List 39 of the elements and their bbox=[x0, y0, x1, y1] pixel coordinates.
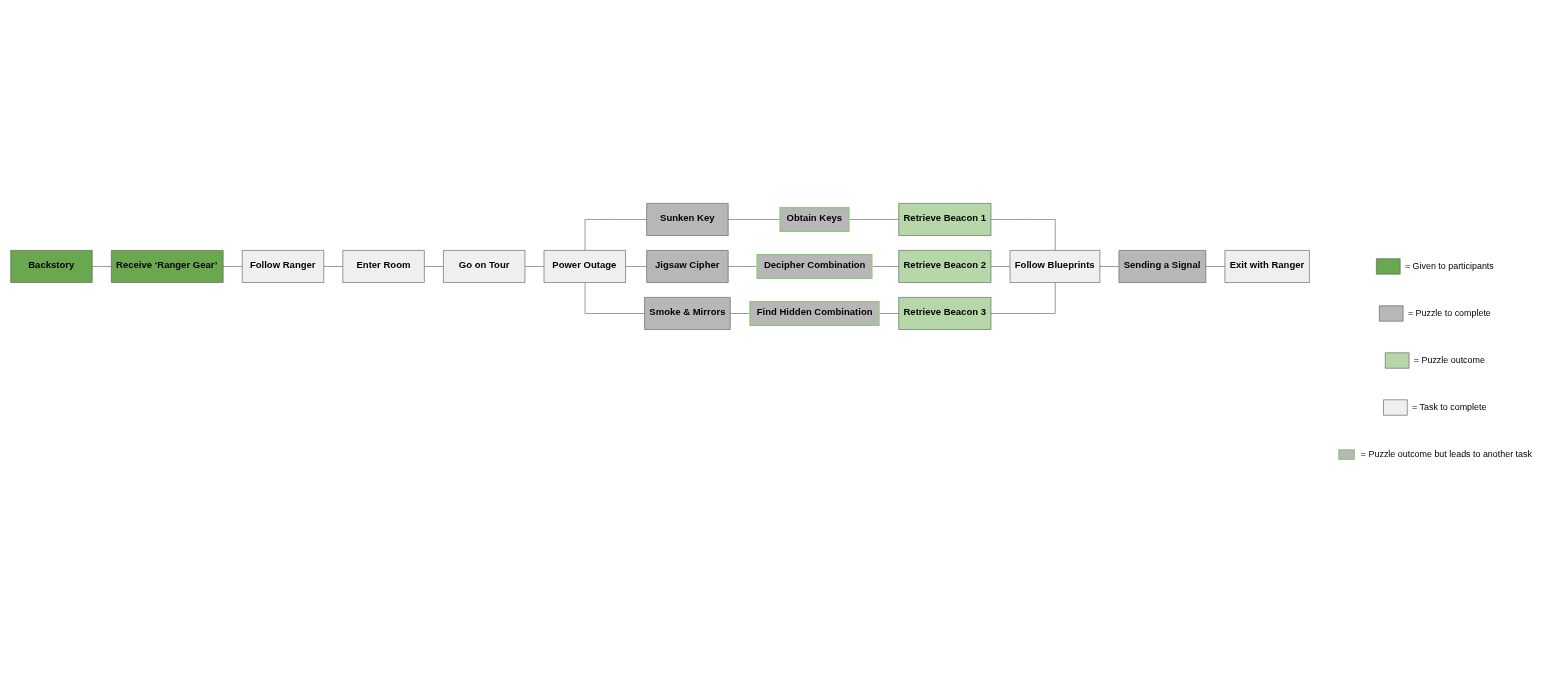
connector bbox=[879, 312, 899, 314]
node-box: Receive ‘Ranger Gear’ bbox=[111, 249, 224, 283]
connector bbox=[1099, 265, 1120, 267]
legend-label: = Task to complete bbox=[1412, 401, 1487, 412]
node-box: Retrieve Beacon 3 bbox=[898, 296, 992, 330]
connector bbox=[625, 265, 647, 267]
node-box: Smoke & Mirrors bbox=[644, 296, 731, 330]
legend-label: = Puzzle to complete bbox=[1407, 307, 1491, 318]
node-box: Follow Blueprints bbox=[1009, 249, 1101, 283]
node-box: Follow Ranger bbox=[241, 249, 325, 283]
node-box: Power Outage bbox=[543, 249, 626, 283]
connector bbox=[92, 265, 112, 267]
node-box: Backstory bbox=[10, 249, 93, 283]
connector bbox=[424, 265, 444, 267]
connector bbox=[584, 281, 645, 314]
node-box: Sending a Signal bbox=[1118, 249, 1207, 283]
connector bbox=[584, 218, 647, 251]
connector bbox=[323, 265, 343, 267]
node-box: Exit with Ranger bbox=[1224, 249, 1310, 283]
node-box: Retrieve Beacon 2 bbox=[898, 249, 992, 283]
connector bbox=[730, 312, 750, 314]
legend-label: = Puzzle outcome bbox=[1413, 354, 1485, 365]
connector bbox=[990, 281, 1056, 314]
node-box: Retrieve Beacon 1 bbox=[898, 202, 992, 236]
connector bbox=[1205, 265, 1226, 267]
connector bbox=[524, 265, 545, 267]
node-box: Jigsaw Cipher bbox=[646, 249, 729, 283]
connector bbox=[990, 218, 1056, 251]
connector bbox=[728, 265, 757, 267]
connector bbox=[728, 218, 780, 220]
connector bbox=[849, 218, 899, 220]
connector bbox=[990, 265, 1011, 267]
node-box: Go on Tour bbox=[443, 249, 526, 283]
connector bbox=[222, 265, 243, 267]
legend-label: = Puzzle outcome but leads to another task bbox=[1360, 448, 1532, 459]
connector bbox=[872, 265, 899, 267]
legend-label: = Given to participants bbox=[1404, 260, 1494, 271]
node-box: Sunken Key bbox=[646, 202, 729, 236]
node-box: Enter Room bbox=[342, 249, 425, 283]
